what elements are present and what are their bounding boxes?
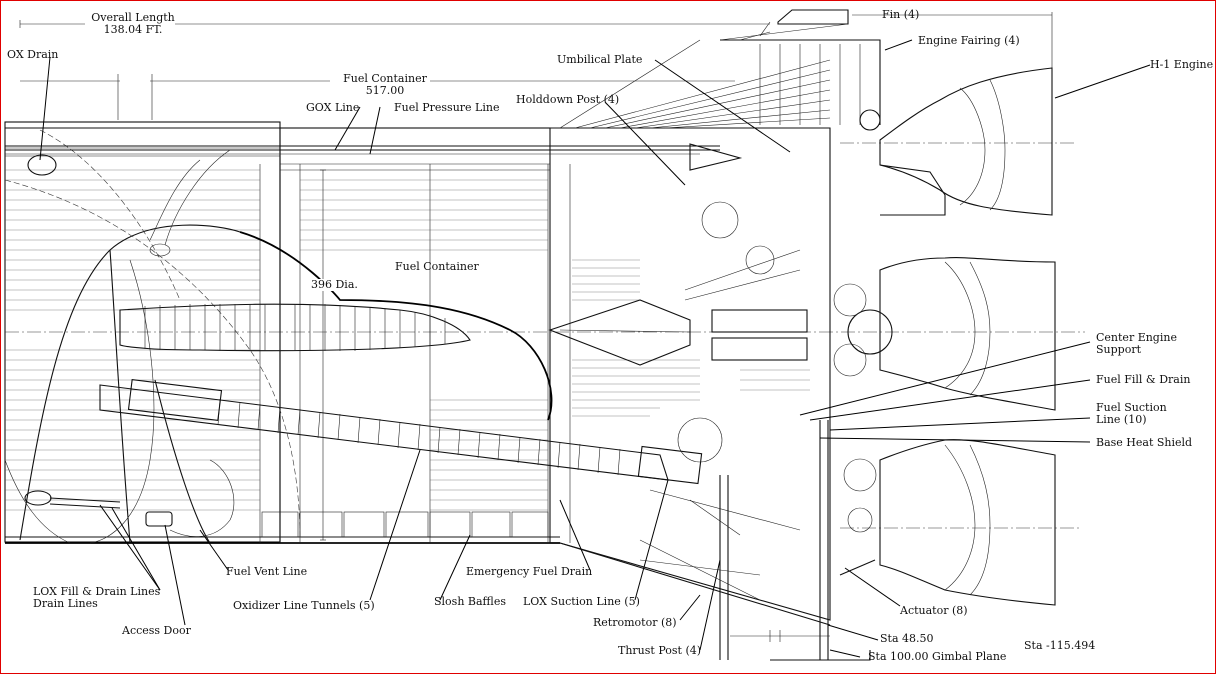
sta-48-50-label: Sta 48.50 bbox=[880, 632, 934, 645]
actuator-label: Actuator (8) bbox=[900, 604, 968, 617]
retromotor-label: Retromotor (8) bbox=[593, 616, 677, 629]
lox-drain-assembly bbox=[24, 154, 173, 527]
gox-line-label: GOX Line bbox=[306, 101, 360, 114]
fin bbox=[719, 9, 849, 41]
umbilical-plate-label: Umbilical Plate bbox=[557, 53, 643, 66]
fuel-pressure-line-label: Fuel Pressure Line bbox=[394, 101, 500, 114]
sta-gimbal-plane-label: Sta 100.00 Gimbal Plane bbox=[868, 650, 1007, 663]
h1-engines bbox=[833, 67, 1056, 606]
corrugated-tunnel bbox=[119, 303, 471, 352]
overall-length-label: Overall Length bbox=[91, 11, 175, 24]
sta-minus-115-label: Sta -115.494 bbox=[1024, 639, 1096, 652]
fuel-container-label: Fuel Container bbox=[395, 260, 479, 273]
fin-label: Fin (4) bbox=[882, 8, 920, 21]
holddown-post-label: Holddown Post (4) bbox=[516, 93, 620, 106]
lox-tank-dome bbox=[4, 129, 553, 544]
thrust-post-label: Thrust Post (4) bbox=[618, 644, 702, 657]
lox-suction-line-label: LOX Suction Line (5) bbox=[523, 595, 640, 608]
h1-engine-label: H-1 Engine bbox=[1150, 58, 1214, 71]
engine-fairing-label: Engine Fairing (4) bbox=[918, 34, 1020, 47]
dimension-lines bbox=[19, 12, 1053, 120]
access-door-label: Access Door bbox=[122, 624, 191, 637]
fuel-container-top-label: Fuel Container bbox=[343, 72, 427, 85]
fuel-vent-line-label: Fuel Vent Line bbox=[226, 565, 308, 578]
oxidizer-line-tunnel bbox=[99, 379, 703, 485]
center-lines bbox=[5, 142, 1085, 529]
pressure-lines bbox=[5, 143, 743, 246]
overall-length-value: 138.04 FT. bbox=[103, 23, 163, 36]
tank-body bbox=[4, 121, 571, 544]
lox-drain-label: OX Drain bbox=[7, 48, 59, 61]
leader-lines bbox=[39, 39, 1151, 658]
base-heat-shield-label: Base Heat Shield bbox=[1096, 436, 1193, 449]
fuel-container-top-value: 517.00 bbox=[365, 84, 405, 97]
diameter-label: 396 Dia. bbox=[311, 278, 358, 291]
lox-fill-drain-label: LOX Fill & Drain Lines Drain Lines bbox=[33, 585, 161, 610]
slosh-baffles-label: Slosh Baffles bbox=[434, 595, 507, 608]
thrust-structure bbox=[548, 39, 881, 661]
fuel-fill-drain-label: Fuel Fill & Drain bbox=[1096, 373, 1191, 386]
fuel-suction-line-label: Fuel Suction Line (10) bbox=[1096, 401, 1167, 426]
center-engine-support-label: Center Engine Support bbox=[1096, 331, 1177, 356]
oxidizer-line-tunnels-label: Oxidizer Line Tunnels (5) bbox=[233, 599, 375, 612]
emergency-fuel-drain-label: Emergency Fuel Drain bbox=[466, 565, 593, 578]
